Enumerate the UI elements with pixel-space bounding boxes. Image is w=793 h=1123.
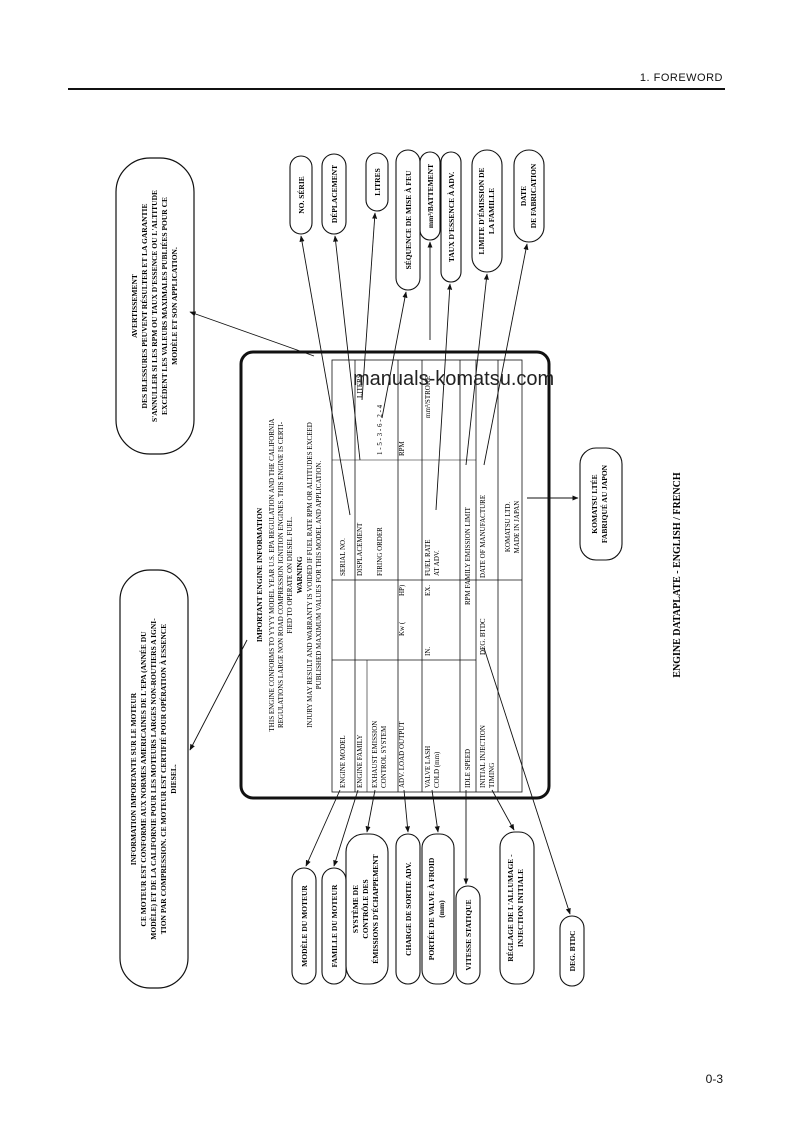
svg-text:TION PAR COMPRESSION. CE MOTE: TION PAR COMPRESSION. CE MOTEUR EST CERT… — [158, 624, 168, 934]
callout-deg: DEG. BTDC — [559, 915, 585, 987]
plate-kw: Kw ( — [398, 621, 406, 636]
plate-cold-mm: COLD (mm) — [433, 751, 441, 788]
svg-text:(mm): (mm) — [437, 900, 446, 918]
svg-text:SÉQUENCE DE MISE À FEU: SÉQUENCE DE MISE À FEU — [403, 170, 413, 269]
callout-date: DATE DE FABRICATION — [513, 149, 545, 243]
callout-reglage: RÉGLAGE DE L'ALLUMAGE - INJECTION INITIA… — [499, 831, 535, 985]
svg-text:mm³/BATTEMENT: mm³/BATTEMENT — [426, 164, 435, 228]
svg-text:ÉMISSIONS D'ÉCHAPPEMENT: ÉMISSIONS D'ÉCHAPPEMENT — [370, 854, 380, 963]
callout-limite: LIMITE D'ÉMISSION DE LA FAMILLE — [471, 149, 503, 273]
svg-text:DE FABRICATION: DE FABRICATION — [529, 163, 538, 228]
svg-text:FAMILLE DU MOTEUR: FAMILLE DU MOTEUR — [330, 884, 339, 967]
plate-intro-1: THIS ENGINE CONFORMS TO YYYY MODEL YEAR … — [268, 419, 276, 732]
callout-sequence: SÉQUENCE DE MISE À FEU — [395, 149, 421, 291]
callout-systeme: SYSTÈME DE CONTRÔLE DES ÉMISSIONS D'ÉCHA… — [345, 833, 389, 985]
plate-serial-no: SERIAL NO. — [339, 538, 347, 576]
svg-text:NO. SÉRIE: NO. SÉRIE — [296, 176, 306, 214]
svg-text:DATE: DATE — [519, 186, 528, 206]
plate-intro-2: REGULATIONS LARGE NON ROAD COMPRESSION I… — [277, 421, 285, 728]
svg-text:MODÈLE DU MOTEUR: MODÈLE DU MOTEUR — [299, 885, 309, 967]
svg-text:LA FAMILLE: LA FAMILLE — [487, 188, 496, 234]
callout-modele: MODÈLE DU MOTEUR — [291, 867, 317, 985]
plate-firing-order: FIRING ORDER — [376, 527, 384, 576]
svg-text:DIESEL.: DIESEL. — [169, 764, 178, 794]
svg-text:DEG. BTDC: DEG. BTDC — [568, 931, 577, 972]
plate-adv-load: ADV. LOAD OUTPUT — [398, 721, 406, 788]
section-title: 1. FOREWORD — [639, 72, 723, 84]
svg-text:SYSTÈME DE: SYSTÈME DE — [350, 885, 360, 933]
plate-fuel-rate-1: FUEL RATE — [424, 540, 432, 577]
svg-text:EXCÉDENT LES VALEURS MAXIMALES: EXCÉDENT LES VALEURS MAXIMALES PUBLIÉES … — [159, 197, 169, 415]
callout-taux: TAUX D'ESSENCE À ADV. — [440, 151, 462, 283]
plate-exhaust-1: EXHAUST EMISSION — [371, 721, 379, 788]
plate-fuel-rate-2: AT ADV. — [433, 550, 441, 576]
callout-info-fr: INFORMATION IMPORTANTE SUR LE MOTEUR CE … — [119, 569, 189, 989]
svg-text:DES BLESSURES PEUVENT RÉSULTER: DES BLESSURES PEUVENT RÉSULTER ET LA GAR… — [139, 204, 149, 409]
plate-idle-speed: IDLE SPEED — [464, 749, 472, 788]
plate-firing-values: 1 - 5 - 3 - 6 - 2 - 4 — [376, 404, 384, 455]
plate-mm3-stroke: mm³/STROKE — [424, 376, 432, 418]
plate-engine-family: ENGINE FAMILY — [356, 735, 364, 788]
svg-text:AVERTISSEMENT: AVERTISSEMENT — [130, 274, 139, 338]
plate-initial-1: INITIAL INJECTION — [479, 725, 487, 788]
plate-rpm-family: RPM FAMILY EMISSION LIMIT — [464, 506, 472, 605]
plate-title: IMPORTANT ENGINE INFORMATION — [255, 507, 264, 642]
svg-text:PORTÉE DE VALVE À FROID: PORTÉE DE VALVE À FROID — [426, 857, 436, 960]
callout-mm3-batt: mm³/BATTEMENT — [419, 151, 441, 241]
svg-text:RÉGLAGE DE L'ALLUMAGE -: RÉGLAGE DE L'ALLUMAGE - — [505, 854, 515, 962]
plate-initial-2: TIMING — [488, 763, 496, 788]
svg-text:VITESSE STATIQUE: VITESSE STATIQUE — [464, 899, 473, 970]
svg-text:CHARGE DE SORTIE ADV.: CHARGE DE SORTIE ADV. — [404, 862, 413, 956]
svg-text:KOMATSU LTÉE: KOMATSU LTÉE — [589, 474, 599, 533]
plate-warning-2: PUBLISHED MAXIMUM VALUES FOR THIS MODEL … — [315, 461, 323, 690]
plate-hp: HP) — [398, 584, 406, 596]
diagram-caption: ENGINE DATAPLATE - ENGLISH / FRENCH — [672, 472, 683, 678]
svg-text:LITRES: LITRES — [373, 168, 382, 196]
leader-arrows — [189, 212, 579, 915]
callout-avert-fr: AVERTISSEMENT DES BLESSURES PEUVENT RÉSU… — [115, 157, 195, 455]
callout-portee: PORTÉE DE VALVE À FROID (mm) — [421, 833, 455, 985]
plate-maker-2: MADE IN JAPAN — [513, 501, 521, 554]
callout-deplacement: DÉPLACEMENT — [321, 153, 347, 235]
plate-date-mfg: DATE OF MANUFACTURE — [479, 495, 487, 578]
callout-no-serie: NO. SÉRIE — [289, 155, 313, 235]
header-rule — [68, 88, 725, 90]
callout-komatsu: KOMATSU LTÉE FABRIQUÉ AU JAPON — [579, 447, 623, 561]
svg-text:DÉPLACEMENT: DÉPLACEMENT — [329, 165, 339, 223]
plate-liters: LITERS — [356, 374, 364, 398]
plate-ex: EX. — [424, 585, 432, 596]
page-number: 0-3 — [705, 1072, 723, 1086]
svg-text:CE MOTEUR EST CONFORME AUX NOR: CE MOTEUR EST CONFORME AUX NORMES AMERIC… — [138, 631, 148, 927]
svg-text:CONTRÔLE DES: CONTRÔLE DES — [360, 879, 370, 938]
svg-text:FABRIQUÉ AU JAPON: FABRIQUÉ AU JAPON — [599, 464, 609, 543]
plate-deg-btdc: DEG. BTDC — [479, 618, 487, 655]
plate-valve-lash: VALVE LASH — [424, 746, 432, 788]
callout-famille: FAMILLE DU MOTEUR — [321, 867, 347, 985]
svg-text:MODÈLE ET SON APPLICATION.: MODÈLE ET SON APPLICATION. — [169, 247, 179, 365]
plate-exhaust-2: CONTROL SYSTEM — [380, 725, 388, 788]
plate-in: IN. — [424, 647, 432, 656]
svg-text:LIMITE D'ÉMISSION DE: LIMITE D'ÉMISSION DE — [476, 167, 486, 254]
plate-intro-3: FIED TO OPERATE ON DIESEL FUEL. — [286, 516, 294, 634]
callout-vitesse: VITESSE STATIQUE — [455, 885, 481, 985]
plate-displacement: DISPLACEMENT — [356, 522, 364, 576]
dataplate: IMPORTANT ENGINE INFORMATION THIS ENGINE… — [239, 350, 551, 800]
svg-text:TAUX D'ESSENCE À ADV.: TAUX D'ESSENCE À ADV. — [446, 172, 456, 262]
svg-text:INJECTION INITIALE: INJECTION INITIALE — [516, 869, 525, 947]
svg-text:MODÈLE) ET DE LA CALIFORNIE PO: MODÈLE) ET DE LA CALIFORNIE POUR LES MOT… — [148, 618, 158, 940]
watermark-text: manuals-komatsu.com — [353, 368, 555, 390]
plate-warning-title: WARNING — [295, 556, 304, 593]
plate-engine-model: ENGINE MODEL — [339, 735, 347, 788]
plate-rpm: RPM — [398, 440, 406, 456]
callout-litres: LITRES — [365, 152, 389, 212]
svg-text:S'ANNULLER SI LES RPM OU TAUX: S'ANNULLER SI LES RPM OU TAUX D'ESSENCE … — [150, 190, 159, 422]
plate-warning-1: INJURY MAY RESULT AND WARRANTY IS VOIDED… — [306, 422, 314, 728]
svg-text:INFORMATION IMPORTANTE SUR LE: INFORMATION IMPORTANTE SUR LE MOTEUR — [129, 692, 138, 865]
plate-maker-1: KOMATSU LTD. — [504, 502, 512, 553]
callout-charge: CHARGE DE SORTIE ADV. — [395, 833, 421, 985]
